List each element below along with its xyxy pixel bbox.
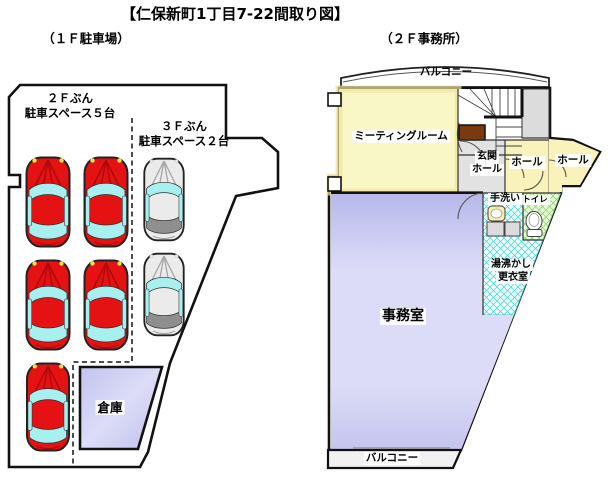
toilet-icon (525, 211, 543, 237)
door-arc (523, 170, 544, 191)
office-label: 事務室 (380, 308, 426, 325)
zone3f-line2: 駐車スペース２台 (138, 134, 230, 148)
red-car-icon (83, 259, 129, 351)
shoe-cabinet (458, 124, 486, 141)
balcony-top-label: バルコニー (419, 66, 473, 78)
red-car-icon (83, 156, 129, 248)
red-car-icon (25, 259, 71, 351)
meeting-room-label: ミーティングルーム (352, 130, 450, 143)
parking-zone-divider-dashed (72, 118, 133, 464)
warehouse-label: 倉庫 (95, 400, 125, 415)
stairs-wall (484, 89, 524, 119)
balcony-top-inner-line (342, 71, 548, 83)
entrance-hall-label: 玄関 ホール (470, 151, 504, 176)
hall1-label: ホール (509, 156, 545, 169)
wall-notch (327, 176, 342, 192)
upper-gray-block (521, 88, 550, 139)
zone2f-line1: ２Ｆぶん (47, 91, 93, 105)
washstand-label: 手洗い (488, 193, 522, 205)
floor2-plan (326, 66, 602, 470)
interior-walls (457, 89, 561, 315)
zone3f-label: ３Ｆぶん 駐車スペース２台 (139, 119, 230, 149)
sink-icon (486, 205, 521, 237)
utility-line2: 更衣室 (496, 272, 530, 284)
entrance-line1: 玄関 (475, 151, 499, 164)
zone3f-line1: ３Ｆぶん (161, 119, 207, 133)
utility-line1: 湯沸かし (489, 259, 533, 271)
zone2f-line2: 駐車スペース５台 (24, 106, 116, 120)
wall-notch (327, 92, 342, 107)
hall2-label: ホール (555, 154, 591, 167)
floor2-caption: （２Ｆ事務所） (380, 31, 468, 46)
gray-car-icon (143, 157, 185, 242)
door-arc (457, 192, 485, 220)
toilet-label: トイレ (520, 195, 550, 206)
gray-car-icon (143, 252, 185, 337)
entrance-line2: ホール (470, 163, 504, 176)
balcony-bottom-label: バルコニー (363, 452, 421, 465)
balcony-top-shape (340, 66, 550, 88)
floor1-caption: （１Ｆ駐車場） (42, 31, 130, 46)
zone2f-label: ２Ｆぶん 駐車スペース５台 (25, 91, 116, 121)
red-car-icon (25, 362, 71, 452)
red-car-icon (25, 156, 71, 248)
page-title: 【仁保新町1丁目7-22間取り図】 (121, 5, 349, 23)
